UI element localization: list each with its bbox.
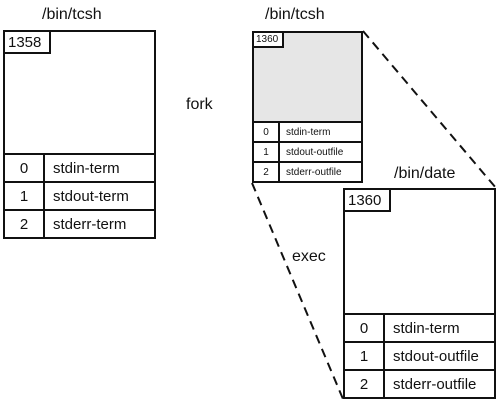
program-label-exec: /bin/date [394,165,456,182]
program-label-child: /bin/tcsh [265,6,325,23]
fd-row: 1 stdout-outfile [345,341,494,369]
fd-table: 0 stdin-term 1 stdout-outfile 2 stderr-o… [254,121,361,181]
fd-file: stderr-term [53,215,127,233]
fd-row: 0 stdin-term [254,121,361,141]
pid-badge: 1358 [5,32,51,54]
fd-row: 0 stdin-term [5,153,154,181]
fd-number: 0 [5,155,45,181]
fd-file: stdout-outfile [393,347,479,365]
fd-file: stdout-outfile [286,146,344,158]
fd-file: stdin-term [286,126,331,138]
fd-number: 2 [254,163,280,181]
exec-top-dashed-line [362,30,497,189]
fd-file: stdin-term [393,319,460,337]
fd-row: 1 stdout-outfile [254,141,361,161]
fd-row: 2 stderr-outfile [254,161,361,181]
process-box-exec: 1360 0 stdin-term 1 stdout-outfile 2 std… [343,188,496,399]
pid-badge: 1360 [254,33,284,48]
fork-label: fork [186,96,213,113]
fd-row: 2 stderr-outfile [345,369,494,397]
fd-file: stderr-outfile [393,375,477,393]
exec-bottom-dashed-line [251,182,344,400]
exec-label: exec [292,248,326,265]
fd-table: 0 stdin-term 1 stdout-term 2 stderr-term [5,153,154,237]
fd-table: 0 stdin-term 1 stdout-outfile 2 stderr-o… [345,313,494,397]
fd-number: 0 [345,315,385,341]
fd-number: 0 [254,123,280,141]
fd-row: 2 stderr-term [5,209,154,237]
process-box-child: 1360 0 stdin-term 1 stdout-outfile 2 std… [252,31,363,183]
fd-row: 0 stdin-term [345,313,494,341]
fd-number: 1 [5,183,45,209]
pid-badge: 1360 [345,190,391,212]
fd-file: stderr-outfile [286,166,342,178]
fd-number: 1 [254,143,280,161]
fd-file: stdout-term [53,187,129,205]
fd-number: 2 [345,371,385,397]
fd-file: stdin-term [53,159,120,177]
program-label-parent: /bin/tcsh [42,6,102,23]
fd-number: 2 [5,211,45,237]
process-box-parent: 1358 0 stdin-term 1 stdout-term 2 stderr… [3,30,156,239]
fd-number: 1 [345,343,385,369]
fd-row: 1 stdout-term [5,181,154,209]
process-memory-area [254,33,361,123]
